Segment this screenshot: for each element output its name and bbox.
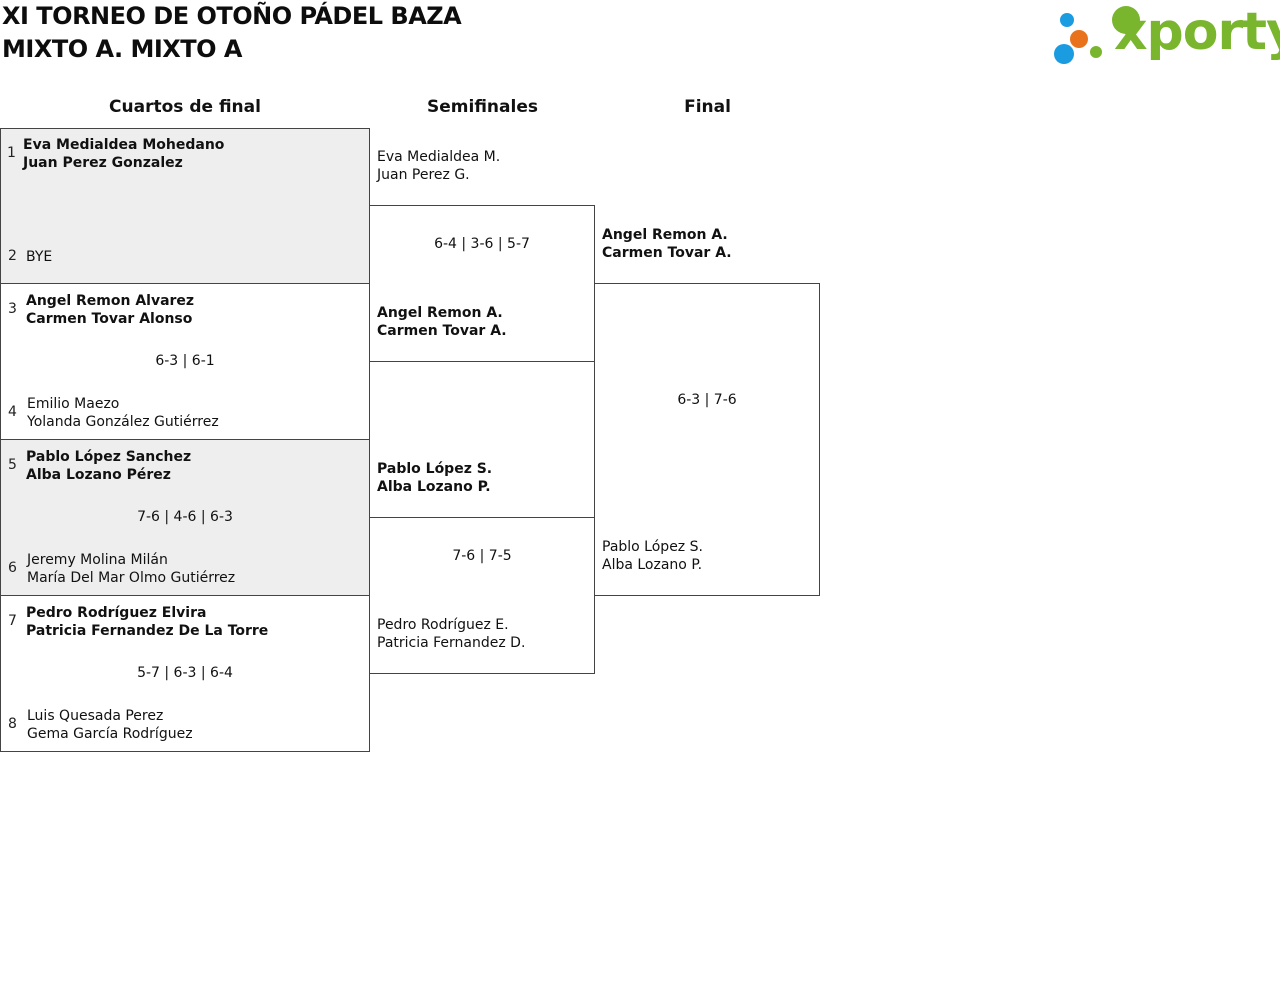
logo-dot-icon	[1054, 44, 1074, 64]
team-names: Eva Medialdea Mohedano Juan Perez Gonzal…	[23, 136, 224, 172]
team-names: Angel Remon Alvarez Carmen Tovar Alonso	[26, 292, 194, 328]
match-score: 6-4 | 3-6 | 5-7	[434, 236, 530, 252]
player-name: Gema García Rodríguez	[27, 726, 193, 742]
match-score: 5-7 | 6-3 | 6-4	[137, 665, 233, 681]
player-name: Juan Perez Gonzalez	[23, 155, 183, 171]
player-name: Carmen Tovar A.	[602, 245, 732, 261]
team-names: Pablo López Sanchez Alba Lozano Pérez	[26, 448, 191, 484]
player-name: Jeremy Molina Milán	[27, 552, 168, 568]
team-names: Angel Remon A. Carmen Tovar A.	[377, 304, 507, 340]
column-header-quarterfinals: Cuartos de final	[109, 97, 261, 117]
match-score: 6-3 | 6-1	[155, 353, 215, 369]
player-name: Alba Lozano P.	[377, 479, 491, 495]
match-score: 7-6 | 4-6 | 6-3	[137, 509, 233, 525]
team-names: Pedro Rodríguez Elvira Patricia Fernande…	[26, 604, 268, 640]
seed-number: 4	[8, 404, 17, 420]
quarterfinal-match-3	[0, 439, 370, 596]
seed-number: 7	[8, 613, 17, 629]
final-match	[594, 283, 820, 596]
player-name: Patricia Fernandez D.	[377, 635, 526, 651]
player-name: BYE	[26, 249, 53, 265]
player-name: Pablo López Sanchez	[26, 449, 192, 465]
match-score: 7-6 | 7-5	[452, 548, 512, 564]
xporty-logo	[1050, 2, 1276, 68]
player-name: Eva Medialdea Mohedano	[23, 137, 225, 153]
player-name: Yolanda González Gutiérrez	[27, 414, 219, 430]
team-names: Angel Remon A. Carmen Tovar A.	[602, 226, 732, 262]
seed-number: 1	[7, 145, 16, 161]
team-names: Luis Quesada Perez Gema García Rodríguez	[27, 707, 193, 743]
seed-number: 5	[8, 457, 17, 473]
player-name: Juan Perez G.	[377, 167, 470, 183]
logo-dot-icon	[1070, 30, 1088, 48]
player-name: Pablo López S.	[602, 539, 703, 555]
player-name: Emilio Maezo	[27, 396, 120, 412]
team-names: Pedro Rodríguez E. Patricia Fernandez D.	[377, 616, 525, 652]
player-name: María Del Mar Olmo Gutiérrez	[27, 570, 236, 586]
team-names: Emilio Maezo Yolanda González Gutiérrez	[27, 395, 219, 431]
player-name: Angel Remon Alvarez	[26, 293, 195, 309]
team-names: BYE	[26, 248, 52, 266]
logo-dot-icon	[1112, 6, 1140, 34]
tournament-title: XI TORNEO DE OTOÑO PÁDEL BAZA	[2, 2, 462, 30]
seed-number: 3	[8, 301, 17, 317]
player-name: Alba Lozano P.	[602, 557, 703, 573]
match-score: 6-3 | 7-6	[677, 392, 737, 408]
team-names: Pablo López S. Alba Lozano P.	[377, 460, 492, 496]
column-header-final: Final	[684, 97, 731, 117]
seed-number: 2	[8, 248, 17, 264]
player-name: Pedro Rodríguez Elvira	[26, 605, 207, 621]
player-name: Patricia Fernandez De La Torre	[26, 623, 269, 639]
player-name: Carmen Tovar Alonso	[26, 311, 193, 327]
seed-number: 8	[8, 716, 17, 732]
player-name: Angel Remon A.	[377, 305, 503, 321]
column-header-semifinals: Semifinales	[427, 97, 538, 117]
seed-number: 6	[8, 560, 17, 576]
team-names: Eva Medialdea M. Juan Perez G.	[377, 148, 500, 184]
logo-dot-icon	[1090, 46, 1102, 58]
player-name: Luis Quesada Perez	[27, 708, 164, 724]
category-title: MIXTO A. MIXTO A	[2, 35, 242, 63]
team-names: Pablo López S. Alba Lozano P.	[602, 538, 703, 574]
logo-dot-icon	[1060, 13, 1074, 27]
player-name: Pablo López S.	[377, 461, 493, 477]
team-names: Jeremy Molina Milán María Del Mar Olmo G…	[27, 551, 235, 587]
logo-text: xporty	[1114, 2, 1280, 62]
player-name: Carmen Tovar A.	[377, 323, 507, 339]
player-name: Pedro Rodríguez E.	[377, 617, 509, 633]
player-name: Angel Remon A.	[602, 227, 728, 243]
player-name: Eva Medialdea M.	[377, 149, 501, 165]
player-name: Alba Lozano Pérez	[26, 467, 171, 483]
